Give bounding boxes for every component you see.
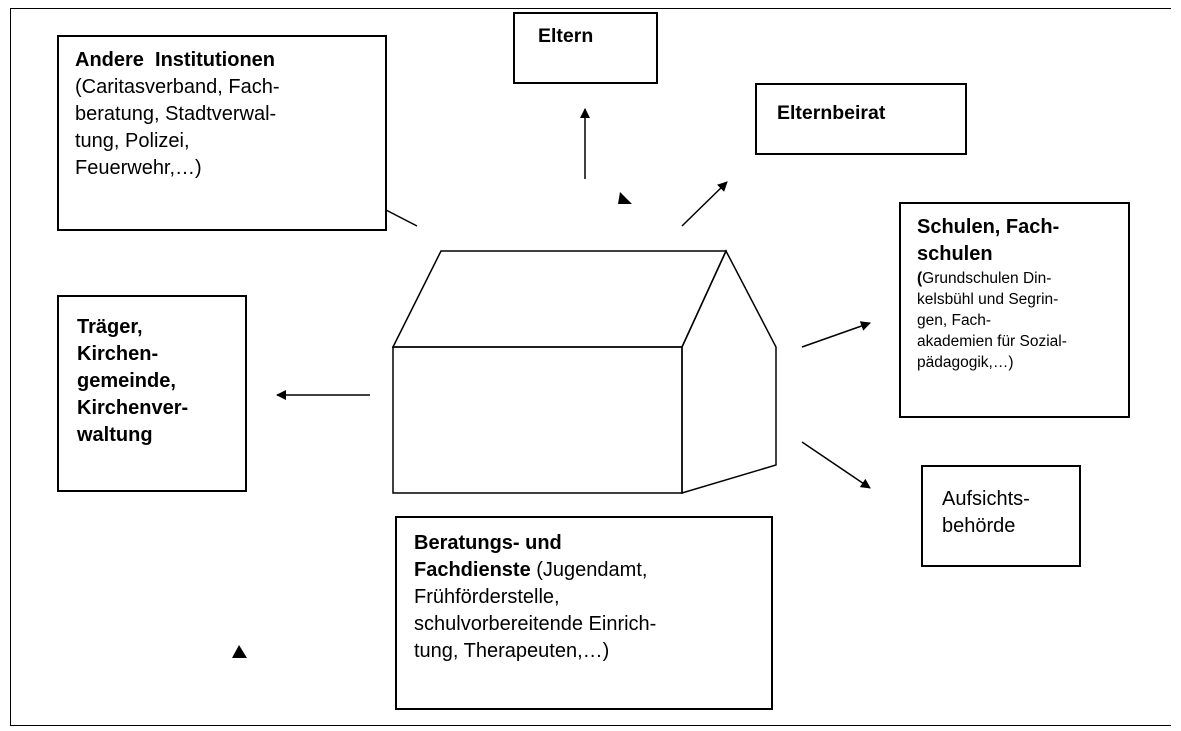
node-text-line: (Caritasverband, Fach-	[75, 76, 280, 98]
node-text-line: Frühförderstelle,	[414, 586, 560, 608]
house-front-wall	[392, 346, 683, 494]
node-title-line: waltung	[77, 424, 153, 446]
line-to-andere	[385, 209, 418, 227]
node-text-line: beratung, Stadtverwal-	[75, 103, 277, 125]
node-text-line: kelsbühl und Segrin-	[917, 291, 1059, 308]
house-icon	[391, 249, 777, 495]
house-roof	[391, 250, 728, 348]
node-text-line: schulvorbereitende Einrich-	[414, 613, 657, 635]
arrow-to-aufsicht	[801, 441, 871, 489]
node-text-line: Fachdienste (Jugendamt,	[414, 557, 771, 584]
node-title-part: Fachdienste	[414, 559, 531, 581]
node-title: Andere Institutionen	[75, 49, 275, 71]
diagram-frame	[10, 8, 1171, 726]
node-title: Elternbeirat	[777, 102, 886, 124]
node-title: Beratungs- und	[414, 532, 562, 554]
node-text-line: tung, Polizei,	[75, 130, 190, 152]
node-andere-institutionen: Andere Institutionen (Caritasverband, Fa…	[57, 35, 387, 231]
node-title-line: Kirchen-	[77, 343, 159, 365]
node-text-line: tung, Therapeuten,…)	[414, 640, 610, 662]
node-text-line: gen, Fach-	[917, 312, 992, 329]
node-title-line: Schulen, Fach-	[917, 216, 1060, 238]
node-elternbeirat: Elternbeirat	[755, 83, 967, 155]
stray-arrowhead-bottom	[232, 645, 247, 658]
node-title: Eltern	[538, 25, 594, 47]
node-text-line: (Grundschulen Din-	[917, 268, 1128, 289]
node-text-line: behörde	[942, 515, 1016, 537]
node-schulen: Schulen, Fach- schulen (Grundschulen Din…	[899, 202, 1130, 418]
node-traeger: Träger, Kirchen- gemeinde, Kirchenver- w…	[57, 295, 247, 492]
node-text-line: akademien für Sozial-	[917, 333, 1067, 350]
node-text-part: (Jugendamt,	[530, 559, 648, 581]
node-title-line: Kirchenver-	[77, 397, 189, 419]
node-text-line: Feuerwehr,…)	[75, 157, 202, 179]
node-open-paren: (	[917, 270, 923, 287]
node-text-line: pädagogik,…)	[917, 354, 1014, 371]
node-aufsichtsbehoerde: Aufsichts- behörde	[921, 465, 1081, 567]
stray-arrowhead-top	[618, 192, 632, 204]
node-title-line: gemeinde,	[77, 370, 176, 392]
node-text-line: Aufsichts-	[942, 488, 1030, 510]
arrow-to-schulen	[801, 321, 871, 348]
node-text-first: Grundschulen Din-	[922, 270, 1052, 287]
node-title-line: Träger,	[77, 316, 143, 338]
arrow-to-elternbeirat	[681, 181, 728, 227]
house-side	[681, 249, 777, 495]
node-eltern: Eltern	[513, 12, 658, 84]
node-beratungsdienste: Beratungs- und Fachdienste (Jugendamt, F…	[395, 516, 773, 710]
node-title-line: schulen	[917, 243, 993, 265]
